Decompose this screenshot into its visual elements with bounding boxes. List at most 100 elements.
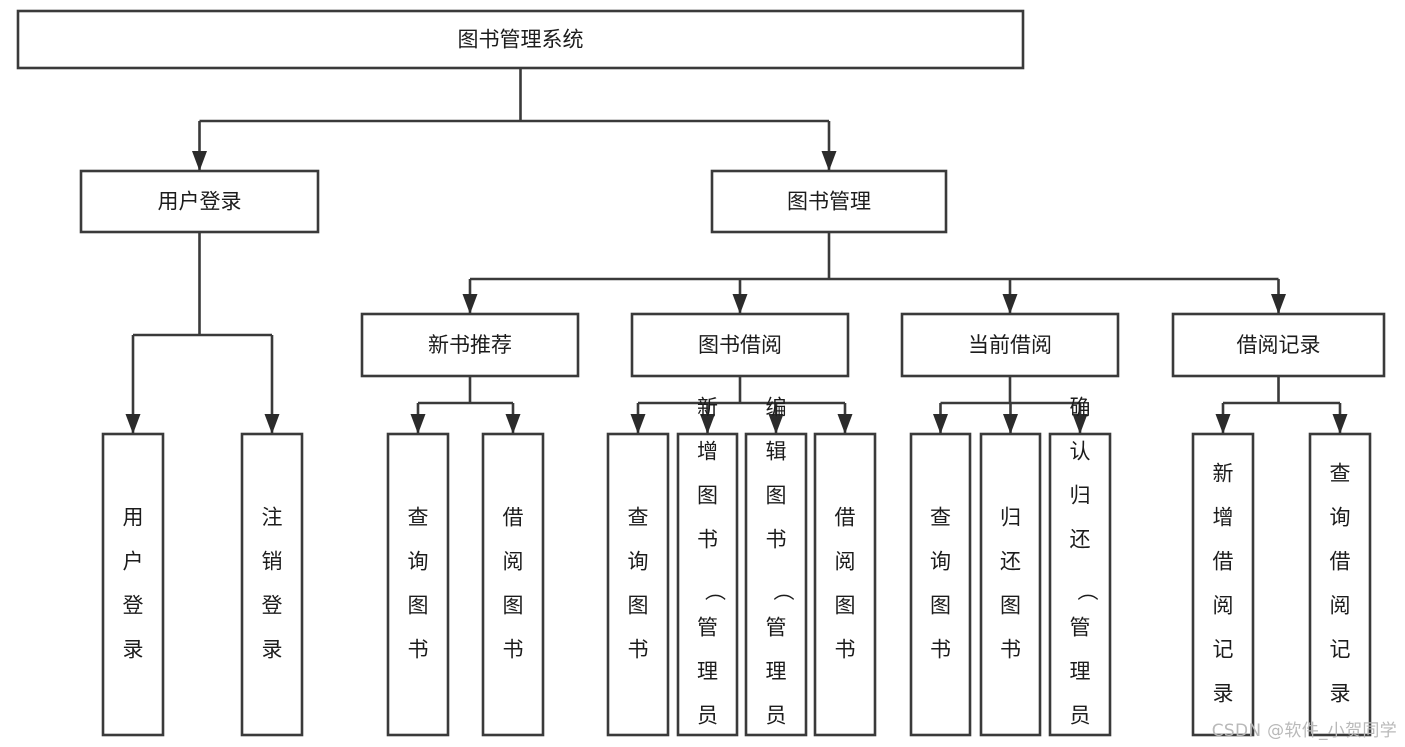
node-label: 新书推荐 [428,333,512,357]
node-label-char: 书 [503,638,524,662]
node-level3-借阅记录[interactable]: 借阅记录 [1171,312,1386,378]
node-label-char: 询 [408,550,429,574]
node-label-char: （ [771,580,795,601]
node-label-char: 图 [697,484,718,508]
node-label-char: 录 [262,638,283,662]
node-label-char: 图 [766,484,787,508]
node-box [744,432,808,737]
node-label-char: 管 [1070,616,1091,640]
arrow-head-icon [1271,294,1286,314]
node-label-char: 阅 [1213,594,1234,618]
node-label-char: 借 [1330,550,1351,574]
nodes-layer: 图书管理系统用户登录图书管理新书推荐图书借阅当前借阅借阅记录用户登录注销登录查询… [16,9,1386,747]
node-label-char: 归 [1070,484,1091,508]
node-label-char: 登 [123,594,144,618]
node-label-char: 查 [628,506,649,530]
node-box [813,432,877,737]
arrow-head-icon [933,414,948,434]
node-leaf-用户登录[interactable]: 用户登录 [101,432,165,737]
node-label-char: 还 [1000,550,1021,574]
arrow-head-icon [732,294,748,314]
node-label-char: 户 [123,550,144,574]
node-label-char: 图 [1000,594,1021,618]
node-label: 用户登录 [158,190,242,214]
node-label-char: 销 [262,550,283,574]
node-box [481,432,545,737]
node-label-char: 查 [408,506,429,530]
node-box [1191,432,1255,737]
node-label-char: （ [1075,580,1099,601]
node-label-char: 查 [1330,462,1351,486]
node-level2-用户登录[interactable]: 用户登录 [79,169,320,234]
node-label-char: 还 [1070,528,1091,552]
node-label-char: 书 [697,528,718,552]
node-label-char: 借 [835,506,856,530]
node-root-图书管理系统[interactable]: 图书管理系统 [16,9,1025,70]
arrow-head-icon [821,151,837,171]
node-label-char: 理 [1070,660,1091,684]
node-label-char: 归 [1000,506,1021,530]
node-label-char: 书 [628,638,649,662]
node-label-char: 查 [930,506,951,530]
node-box [79,169,320,234]
node-label-char: 图 [503,594,524,618]
arrow-head-icon [505,414,521,434]
node-label-char: 增 [697,440,718,464]
node-box [1171,312,1386,378]
node-level2-图书管理[interactable]: 图书管理 [710,169,948,234]
node-box [360,312,580,378]
node-label-char: 阅 [1330,594,1351,618]
node-label-char: 询 [628,550,649,574]
node-level3-当前借阅[interactable]: 当前借阅 [900,312,1120,378]
node-label-char: 增 [1213,506,1234,530]
node-box [900,312,1120,378]
arrow-head-icon [462,294,478,314]
node-label-char: 询 [1330,506,1351,530]
node-box [979,432,1042,737]
node-label-char: 书 [766,528,787,552]
node-label-char: 编 [766,396,787,420]
node-label-char: 书 [408,638,429,662]
node-label-char: 员 [1070,704,1091,728]
node-label: 借阅记录 [1237,333,1321,357]
node-box [676,432,739,737]
arrow-head-icon [1002,294,1018,314]
node-label-char: 书 [1000,638,1021,662]
node-label: 图书管理 [787,190,871,214]
node-label-char: 员 [697,704,718,728]
node-box [909,432,972,737]
arrow-head-icon [1332,414,1348,434]
node-label-char: 阅 [503,550,524,574]
node-label-char: 记 [1213,638,1234,662]
connectors-layer [125,68,1348,434]
node-label-char: 辑 [766,440,787,464]
node-label-char: 理 [697,660,718,684]
node-box [240,432,304,737]
arrow-head-icon [1215,414,1231,434]
node-label-char: 录 [1213,682,1234,706]
node-label-char: 理 [766,660,787,684]
node-label: 图书借阅 [698,333,782,357]
node-box [710,169,948,234]
node-level3-新书推荐[interactable]: 新书推荐 [360,312,580,378]
arrow-head-icon [1003,414,1018,434]
node-label-char: 用 [123,506,144,530]
node-box [101,432,165,737]
csdn-watermark: CSDN @软件_小贺同学 [1211,721,1397,741]
node-level3-图书借阅[interactable]: 图书借阅 [630,312,850,378]
node-box [386,432,450,737]
node-label-char: 记 [1330,638,1351,662]
node-label-char: 登 [262,594,283,618]
